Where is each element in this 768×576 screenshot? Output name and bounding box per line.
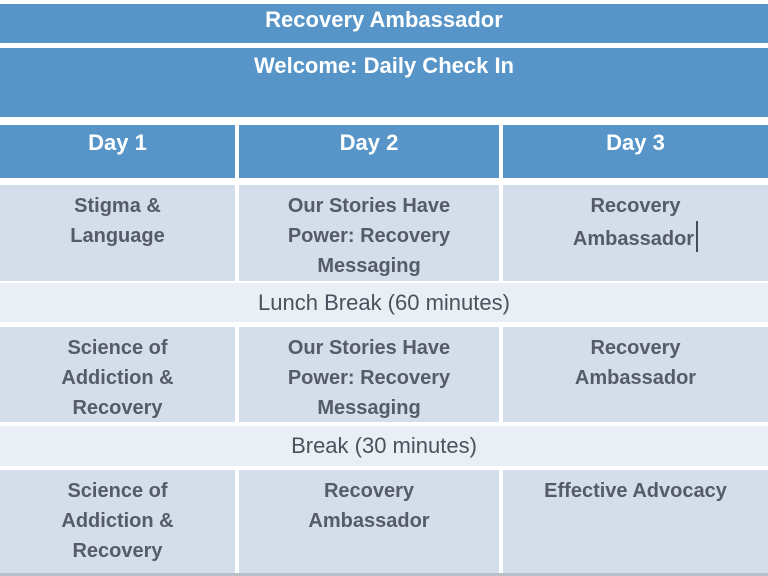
table-title-cell[interactable]: Recovery Ambassador [0, 4, 768, 43]
session1-day3-cell[interactable]: Recovery Ambassador [503, 185, 768, 281]
session-row-2: Science of Addiction & Recovery Our Stor… [0, 327, 768, 422]
session2-day2-cell[interactable]: Our Stories Have Power: Recovery Messagi… [239, 327, 499, 422]
table-title-row: Recovery Ambassador [0, 4, 768, 43]
session2-day3-cell[interactable]: Recovery Ambassador [503, 327, 768, 422]
lunch-break-row: Lunch Break (60 minutes) [0, 283, 768, 322]
day3-header-cell[interactable]: Day 3 [503, 125, 768, 178]
cell-line: Recovery [590, 195, 681, 217]
session1-day2-cell[interactable]: Our Stories Have Power: Recovery Messagi… [239, 185, 499, 281]
session-row-3: Science of Addiction & Recovery Recovery… [0, 470, 768, 573]
lunch-break-cell[interactable]: Lunch Break (60 minutes) [0, 283, 768, 322]
break-row: Break (30 minutes) [0, 426, 768, 466]
cell-line: Ambassador [572, 221, 699, 254]
table-subtitle-cell[interactable]: Welcome: Daily Check In [0, 48, 768, 117]
break-cell[interactable]: Break (30 minutes) [0, 426, 768, 466]
bottom-edge-line [0, 573, 768, 576]
session3-day1-cell[interactable]: Science of Addiction & Recovery [0, 470, 235, 573]
day-header-row: Day 1 Day 2 Day 3 [0, 125, 768, 178]
session2-day1-cell[interactable]: Science of Addiction & Recovery [0, 327, 235, 422]
day2-header-cell[interactable]: Day 2 [239, 125, 499, 178]
session3-day2-cell[interactable]: Recovery Ambassador [239, 470, 499, 573]
session1-day1-cell[interactable]: Stigma & Language [0, 185, 235, 281]
day1-header-cell[interactable]: Day 1 [0, 125, 235, 178]
cell-line-text: Ambassador [572, 228, 695, 250]
session-row-1: Stigma & Language Our Stories Have Power… [0, 185, 768, 281]
text-cursor [696, 221, 699, 252]
session3-day3-cell[interactable]: Effective Advocacy [503, 470, 768, 573]
table-subtitle-row: Welcome: Daily Check In [0, 48, 768, 117]
